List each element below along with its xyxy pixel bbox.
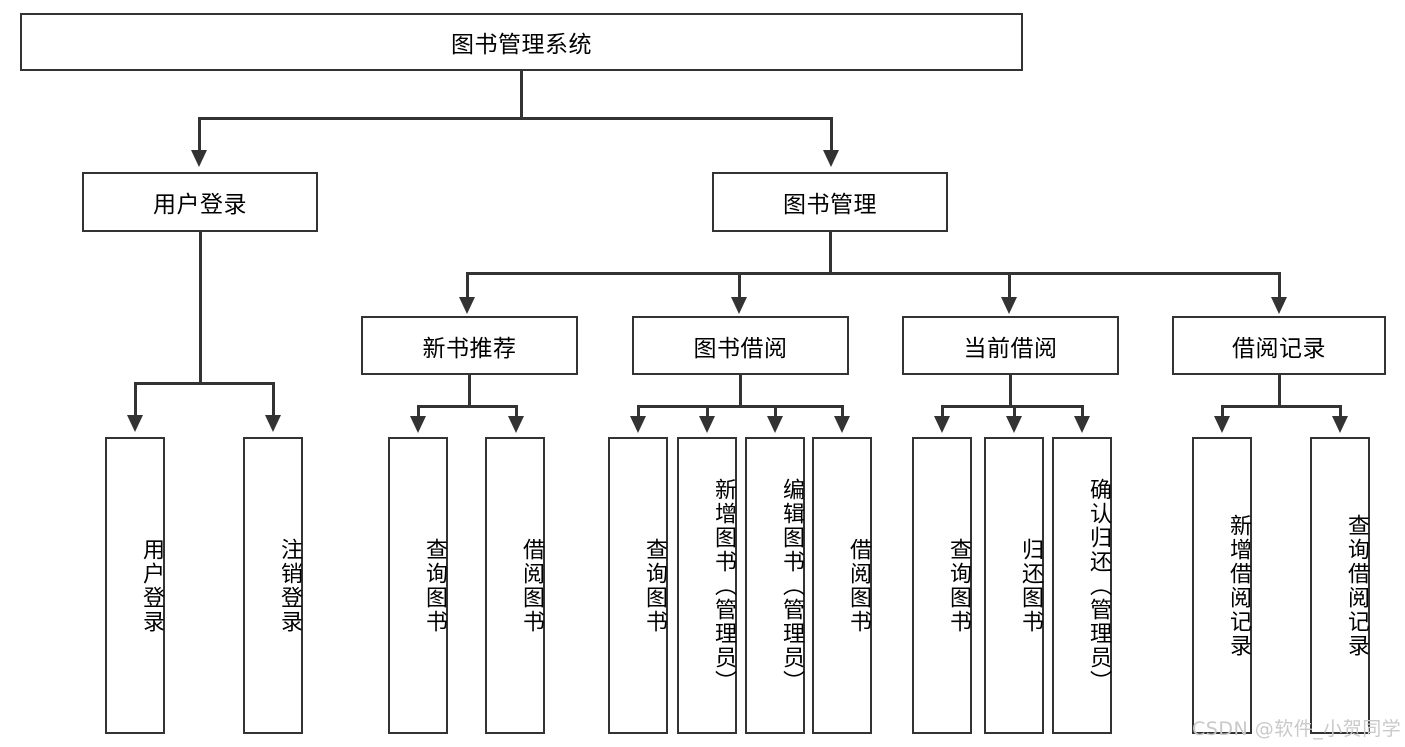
arrow-to-leaf-borrow-book-1 bbox=[508, 416, 524, 433]
connector-book-manage-drop-1 bbox=[466, 272, 469, 300]
node-leaf-query-book-2-label: 查询图书 bbox=[642, 537, 667, 634]
arrow-to-leaf-edit-book bbox=[767, 416, 783, 433]
connector-book-manage-drop-4 bbox=[1278, 272, 1281, 300]
node-leaf-borrow-book-2[interactable]: 借阅图书 bbox=[812, 437, 872, 734]
connector-user-login-drop-1 bbox=[134, 382, 137, 417]
node-leaf-query-record[interactable]: 查询借阅记录 bbox=[1310, 437, 1370, 734]
connector-new-book-rec-drop-1 bbox=[417, 405, 420, 419]
connector-new-book-rec-bus bbox=[417, 405, 518, 408]
node-leaf-add-record-label: 新增借阅记录 bbox=[1226, 513, 1251, 658]
node-leaf-query-book-1-label: 查询图书 bbox=[422, 537, 447, 634]
connector-book-borrow-bus bbox=[637, 405, 844, 408]
node-new-book-rec-label: 新书推荐 bbox=[422, 335, 517, 362]
node-leaf-query-record-label: 查询借阅记录 bbox=[1344, 513, 1369, 658]
arrow-to-book-borrow bbox=[731, 297, 747, 314]
connector-new-book-rec-stem bbox=[468, 375, 471, 407]
connector-current-borrow-bus bbox=[941, 405, 1083, 408]
connector-current-borrow-drop-2 bbox=[1013, 405, 1016, 419]
node-current-borrow[interactable]: 当前借阅 bbox=[902, 316, 1119, 375]
arrow-to-leaf-query-record bbox=[1332, 416, 1348, 433]
connector-current-borrow-drop-3 bbox=[1081, 405, 1084, 419]
node-leaf-query-book-3-label: 查询图书 bbox=[946, 537, 971, 634]
connector-borrow-record-drop-1 bbox=[1221, 405, 1224, 419]
csdn-watermark: CSDN @软件_小贺同学 bbox=[1192, 718, 1402, 740]
connector-root-to-book-manage bbox=[830, 117, 833, 152]
node-root-title[interactable]: 图书管理系统 bbox=[20, 13, 1023, 71]
connector-borrow-record-bus bbox=[1221, 405, 1341, 408]
node-leaf-query-book-3[interactable]: 查询图书 bbox=[912, 437, 972, 734]
arrow-root-to-book-manage bbox=[823, 150, 839, 167]
connector-book-borrow-drop-1 bbox=[637, 405, 640, 419]
arrow-to-leaf-query-book-2 bbox=[630, 416, 646, 433]
connector-book-borrow-drop-4 bbox=[841, 405, 844, 419]
node-leaf-borrow-book-2-label: 借阅图书 bbox=[846, 537, 871, 634]
node-leaf-query-book-1[interactable]: 查询图书 bbox=[388, 437, 448, 734]
node-current-borrow-label: 当前借阅 bbox=[963, 335, 1058, 362]
node-leaf-add-book[interactable]: 新增图书（管理员） bbox=[677, 437, 737, 734]
connector-user-login-drop-2 bbox=[272, 382, 275, 417]
node-leaf-confirm-return[interactable]: 确认归还（管理员） bbox=[1052, 437, 1112, 734]
arrow-to-leaf-add-record bbox=[1214, 416, 1230, 433]
node-leaf-add-record[interactable]: 新增借阅记录 bbox=[1192, 437, 1252, 734]
arrow-to-leaf-user-login bbox=[127, 415, 143, 432]
arrow-to-leaf-return-book bbox=[1006, 416, 1022, 433]
connector-book-borrow-drop-2 bbox=[706, 405, 709, 419]
connector-book-manage-drop-3 bbox=[1008, 272, 1011, 300]
arrow-to-leaf-query-book-1 bbox=[410, 416, 426, 433]
arrow-to-leaf-logout bbox=[265, 415, 281, 432]
node-book-borrow-label: 图书借阅 bbox=[693, 335, 788, 362]
node-book-borrow[interactable]: 图书借阅 bbox=[632, 316, 849, 375]
node-user-login[interactable]: 用户登录 bbox=[82, 172, 318, 232]
node-leaf-user-login-label: 用户登录 bbox=[139, 537, 164, 634]
arrow-to-leaf-query-book-3 bbox=[934, 416, 950, 433]
node-leaf-query-book-2[interactable]: 查询图书 bbox=[608, 437, 668, 734]
connector-book-borrow-drop-3 bbox=[774, 405, 777, 419]
connector-borrow-record-stem bbox=[1278, 375, 1281, 407]
node-book-manage[interactable]: 图书管理 bbox=[712, 172, 948, 232]
node-user-login-label: 用户登录 bbox=[153, 192, 247, 218]
node-leaf-borrow-book-1[interactable]: 借阅图书 bbox=[485, 437, 545, 734]
arrow-to-leaf-confirm-return bbox=[1074, 416, 1090, 433]
node-leaf-add-book-label: 新增图书（管理员） bbox=[711, 477, 736, 694]
arrow-root-to-user-login bbox=[191, 150, 207, 167]
arrow-to-borrow-record bbox=[1271, 297, 1287, 314]
connector-user-login-stem bbox=[199, 232, 202, 384]
connector-current-borrow-stem bbox=[1009, 375, 1012, 407]
node-leaf-edit-book-label: 编辑图书（管理员） bbox=[779, 477, 804, 694]
node-book-manage-label: 图书管理 bbox=[783, 192, 877, 218]
node-root-label: 图书管理系统 bbox=[451, 32, 592, 58]
connector-borrow-record-drop-2 bbox=[1339, 405, 1342, 419]
arrow-to-current-borrow bbox=[1001, 297, 1017, 314]
connector-root-to-user-login bbox=[198, 117, 201, 152]
connector-root-bus bbox=[198, 117, 832, 120]
node-leaf-return-book[interactable]: 归还图书 bbox=[984, 437, 1044, 734]
node-new-book-rec[interactable]: 新书推荐 bbox=[361, 316, 578, 375]
node-borrow-record-label: 借阅记录 bbox=[1232, 335, 1326, 362]
connector-current-borrow-drop-1 bbox=[941, 405, 944, 419]
arrow-to-leaf-add-book bbox=[699, 416, 715, 433]
node-leaf-logout[interactable]: 注销登录 bbox=[243, 437, 303, 734]
connector-root-stem bbox=[520, 71, 523, 119]
node-borrow-record[interactable]: 借阅记录 bbox=[1172, 316, 1386, 375]
connector-user-login-bus bbox=[134, 382, 274, 385]
connector-book-manage-bus bbox=[466, 272, 1280, 275]
connector-book-manage-drop-2 bbox=[738, 272, 741, 300]
arrow-to-leaf-borrow-book-2 bbox=[834, 416, 850, 433]
connector-book-borrow-stem bbox=[739, 375, 742, 407]
node-leaf-user-login[interactable]: 用户登录 bbox=[105, 437, 165, 734]
connector-new-book-rec-drop-2 bbox=[515, 405, 518, 419]
arrow-to-new-book-rec bbox=[459, 297, 475, 314]
node-leaf-logout-label: 注销登录 bbox=[277, 537, 302, 634]
node-leaf-borrow-book-1-label: 借阅图书 bbox=[519, 537, 544, 634]
node-leaf-confirm-return-label: 确认归还（管理员） bbox=[1086, 477, 1111, 694]
connector-book-manage-stem bbox=[829, 232, 832, 274]
node-leaf-return-book-label: 归还图书 bbox=[1018, 537, 1043, 634]
node-leaf-edit-book[interactable]: 编辑图书（管理员） bbox=[745, 437, 805, 734]
